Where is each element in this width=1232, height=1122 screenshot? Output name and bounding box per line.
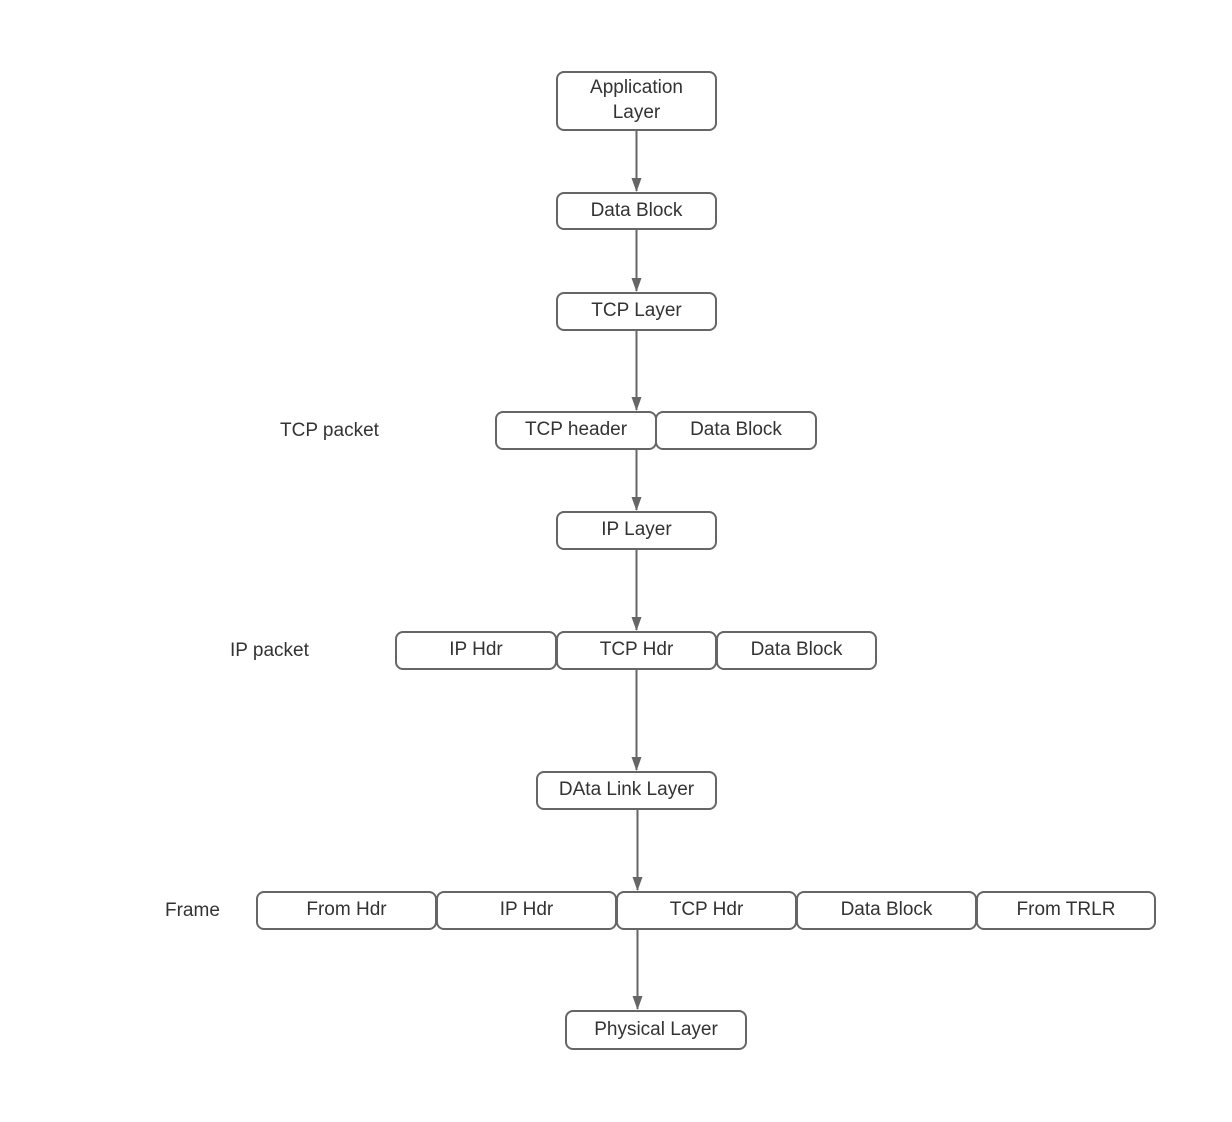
node-data-block: Data Block: [556, 192, 717, 230]
node-data-link-layer: DAta Link Layer: [536, 771, 717, 810]
node-physical-layer: Physical Layer: [565, 1010, 747, 1050]
node-application-layer: Application Layer: [556, 71, 717, 131]
row-label-ip-packet: IP packet: [230, 639, 309, 661]
segment-frame-ip-hdr: IP Hdr: [436, 891, 617, 930]
segment-tcp-packet-data-block: Data Block: [655, 411, 817, 450]
segment-frame-from-trlr: From TRLR: [976, 891, 1156, 930]
segment-tcp-header: TCP header: [495, 411, 657, 450]
segment-frame-data-block: Data Block: [796, 891, 977, 930]
node-ip-layer: IP Layer: [556, 511, 717, 550]
segment-frame-from-hdr: From Hdr: [256, 891, 437, 930]
segment-ip-packet-tcp-hdr: TCP Hdr: [556, 631, 717, 670]
segment-ip-packet-ip-hdr: IP Hdr: [395, 631, 557, 670]
segment-frame-tcp-hdr: TCP Hdr: [616, 891, 797, 930]
node-application-layer-label: Application Layer: [590, 77, 683, 123]
segment-ip-packet-data-block: Data Block: [716, 631, 877, 670]
row-label-frame: Frame: [165, 899, 220, 921]
row-label-tcp-packet: TCP packet: [280, 419, 379, 441]
node-tcp-layer: TCP Layer: [556, 292, 717, 331]
